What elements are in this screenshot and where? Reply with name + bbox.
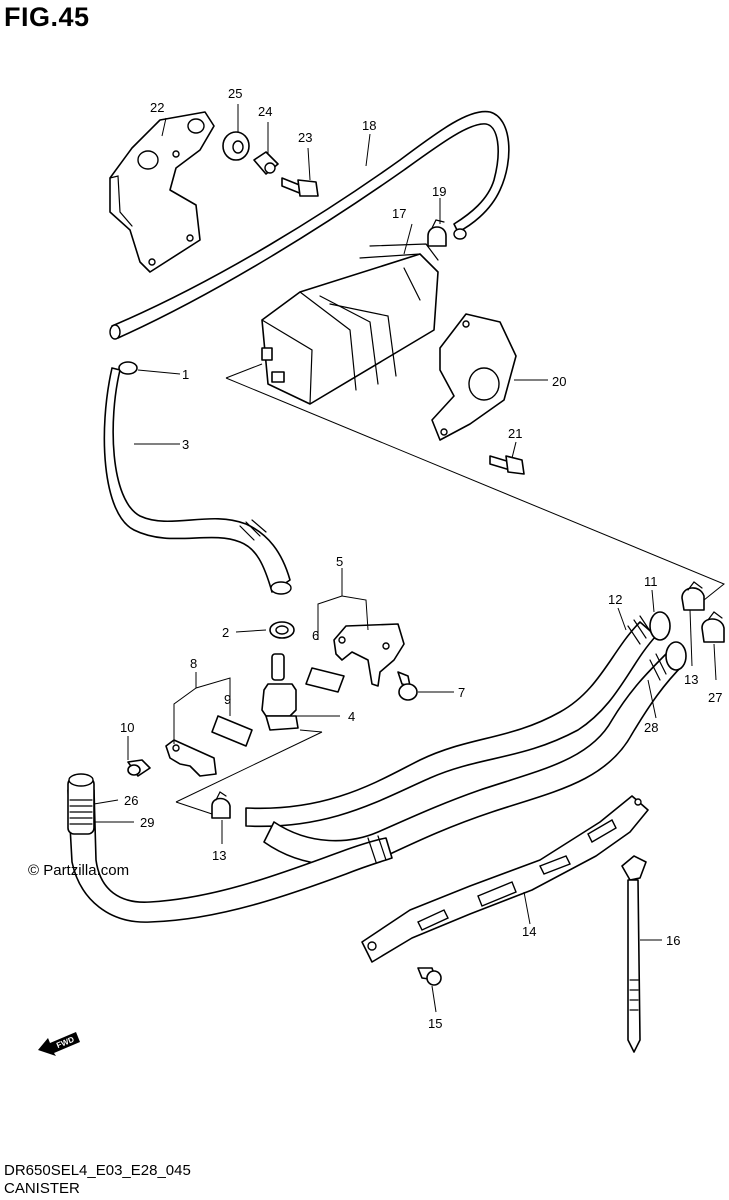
label-6: 6 [312, 628, 319, 643]
label-29: 29 [140, 815, 154, 830]
label-17: 17 [392, 206, 406, 221]
label-5: 5 [336, 554, 343, 569]
model-code: DR650SEL4_E03_E28_045 [4, 1162, 191, 1179]
label-18: 18 [362, 118, 376, 133]
screw-15[interactable] [417, 967, 442, 986]
clamp-8[interactable] [165, 739, 217, 777]
label-16: 16 [666, 933, 680, 948]
hose-3[interactable] [103, 361, 292, 595]
cable-tie-16[interactable] [621, 855, 647, 1053]
pad-6[interactable] [305, 667, 345, 693]
figure-title: FIG.45 [4, 2, 90, 32]
screw-7[interactable] [397, 671, 418, 701]
bracket-20[interactable] [431, 313, 517, 441]
label-13-left: 13 [212, 848, 226, 863]
bracket-14[interactable] [361, 795, 649, 963]
label-12: 12 [608, 592, 622, 607]
clamp-bracket-5[interactable] [333, 623, 405, 687]
label-3: 3 [182, 437, 189, 452]
leader-lines [93, 104, 717, 1013]
label-14: 14 [522, 924, 536, 939]
bolt-23[interactable] [281, 177, 319, 197]
label-7: 7 [458, 685, 465, 700]
label-15: 15 [428, 1016, 442, 1031]
clamp-13-right[interactable] [681, 581, 705, 611]
grommet-25[interactable] [222, 131, 250, 161]
label-1: 1 [182, 367, 189, 382]
hose-18[interactable] [109, 110, 510, 340]
hose-28[interactable] [263, 641, 687, 866]
label-9: 9 [224, 692, 231, 707]
label-4: 4 [348, 709, 355, 724]
valve-4[interactable] [261, 653, 299, 731]
hose-12[interactable] [245, 611, 671, 828]
label-27: 27 [708, 690, 722, 705]
assembly-outline [175, 363, 725, 815]
bracket-22[interactable] [109, 111, 215, 273]
label-25: 25 [228, 86, 242, 101]
label-21: 21 [508, 426, 522, 441]
label-22: 22 [150, 100, 164, 115]
callout-labels: 22 25 24 23 18 17 19 20 21 1 3 5 2 6 7 4… [120, 86, 722, 1031]
fwd-arrow-icon: FWD [38, 1032, 80, 1056]
label-20: 20 [552, 374, 566, 389]
label-13-right: 13 [684, 672, 698, 687]
label-19: 19 [432, 184, 446, 199]
pad-9[interactable] [211, 715, 253, 747]
clamp-19[interactable] [427, 219, 447, 247]
label-23: 23 [298, 130, 312, 145]
clamp-2[interactable] [269, 621, 295, 639]
label-11: 11 [644, 574, 658, 589]
label-28: 28 [644, 720, 658, 735]
label-2: 2 [222, 625, 229, 640]
canister-17[interactable] [261, 243, 439, 405]
label-8: 8 [190, 656, 197, 671]
bolt-10[interactable] [127, 759, 151, 777]
label-24: 24 [258, 104, 272, 119]
label-10: 10 [120, 720, 134, 735]
hose-end-26[interactable] [67, 773, 95, 835]
clamp-27[interactable] [701, 611, 725, 643]
watermark: © Partzilla.com [28, 862, 130, 879]
label-26: 26 [124, 793, 138, 808]
bolt-21[interactable] [489, 455, 525, 475]
hose-29[interactable] [67, 789, 393, 923]
collar-24[interactable] [253, 151, 279, 175]
clamp-13-left[interactable] [211, 791, 231, 819]
section-name: CANISTER [4, 1180, 80, 1197]
